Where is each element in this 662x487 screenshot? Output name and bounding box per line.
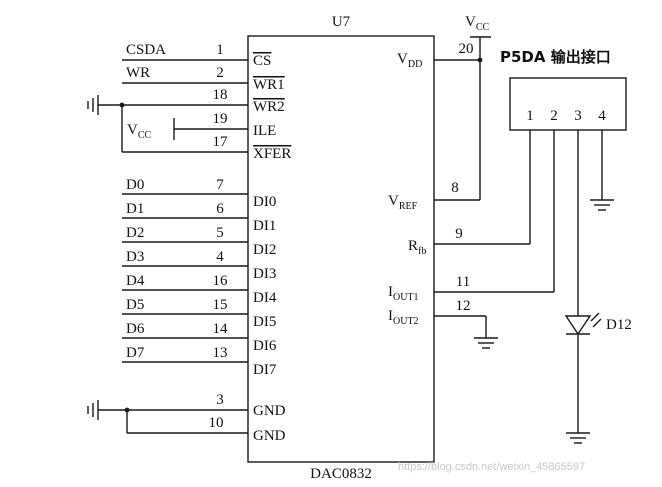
vcc-top-label: VCC (465, 14, 490, 33)
net-label-csda: CSDA (126, 42, 166, 58)
net-label-d7: D7 (126, 345, 145, 361)
net-label-d4: D4 (126, 273, 145, 289)
led-triangle (564, 315, 592, 336)
ground-symbol-led (566, 432, 590, 444)
pin-label-vdd: VDD (397, 51, 422, 70)
pin-label-rfb-sub: fb (418, 246, 426, 257)
net-label-d1: D1 (126, 201, 144, 217)
pin-label-wr2: WR2 (253, 99, 285, 115)
pin-label-iout1-sub: OUT1 (393, 292, 419, 303)
pin-num-rfb: 9 (455, 226, 463, 242)
dac0832-chip-body (247, 35, 435, 463)
pin-num-xfer: 17 (213, 134, 229, 150)
connector-pin-2: 2 (550, 108, 558, 124)
pin-label-di1: DI1 (253, 218, 276, 234)
pin-label-iout2-sub: OUT2 (393, 316, 419, 327)
pin-num-di3: 4 (216, 249, 224, 265)
pin-label-vdd-main: V (397, 51, 408, 67)
led-ref-label: D12 (606, 317, 632, 333)
vcc-left-label: VCC (127, 122, 152, 141)
vcc-left-sub: CC (138, 130, 152, 141)
pin-num-wr1: 2 (216, 65, 224, 81)
pin-num-gnd2: 10 (209, 415, 224, 431)
pin-num-di4: 16 (213, 273, 229, 289)
vcc-left-main: V (127, 122, 138, 138)
pin-num-iout1: 11 (456, 274, 470, 290)
led-d12-symbol (564, 312, 602, 336)
pin-label-ile: ILE (253, 123, 276, 139)
pin-label-di3: DI3 (253, 266, 276, 282)
pin-label-cs: CS (253, 53, 271, 69)
ground-symbol-iout2 (474, 337, 498, 349)
pin-label-rfb-main: R (408, 238, 418, 254)
net-label-d2: D2 (126, 225, 144, 241)
pin-num-vdd: 20 (459, 41, 474, 57)
vcc-top-main: V (465, 14, 476, 30)
net-label-d0: D0 (126, 177, 144, 193)
pin-num-vref: 8 (451, 180, 459, 196)
ground-symbol-conn4 (590, 199, 614, 211)
pin-label-vref-sub: REF (399, 201, 418, 212)
pin-label-vref: VREF (388, 193, 418, 212)
pin-num-cs: 1 (216, 42, 224, 58)
data-bus-wires (122, 193, 248, 363)
pin-label-gnd1: GND (253, 403, 286, 419)
pin-num-di7: 13 (213, 345, 228, 361)
pin-label-rfb: Rfb (408, 238, 426, 257)
connector-pin-1: 1 (526, 108, 534, 124)
chip-part-label: DAC0832 (310, 466, 372, 482)
pin-num-gnd1: 3 (216, 392, 224, 408)
net-label-d5: D5 (126, 297, 144, 313)
pin-label-vdd-sub: DD (408, 59, 422, 70)
pin-label-iout2: IOUT2 (388, 308, 419, 327)
pin-label-wr1: WR1 (253, 77, 285, 93)
ground-symbol-left-bottom (87, 400, 99, 420)
net-label-wr: WR (126, 65, 150, 81)
pin-num-di1: 6 (216, 201, 224, 217)
pin-label-di6: DI6 (253, 338, 277, 354)
pin-num-di5: 15 (213, 297, 228, 313)
pin-num-di0: 7 (216, 177, 224, 193)
chip-ref-label: U7 (332, 14, 351, 30)
vcc-top-sub: CC (476, 22, 490, 33)
pin-num-wr2: 18 (213, 87, 228, 103)
watermark-text: https://blog.csdn.net/weixin_45865597 (398, 461, 585, 473)
led-ray-2 (592, 318, 602, 328)
pin-num-di2: 5 (216, 225, 224, 241)
net-label-d6: D6 (126, 321, 145, 337)
pin-label-di2: DI2 (253, 242, 276, 258)
pin-label-di7: DI7 (253, 362, 277, 378)
p5da-connector-body (509, 77, 627, 131)
led-ray-1 (590, 312, 600, 322)
connector-pin-4: 4 (598, 108, 606, 124)
junction-dot (477, 57, 483, 63)
pin-label-iout1: IOUT1 (388, 284, 419, 303)
pin-num-di6: 14 (213, 321, 229, 337)
pin-label-gnd2: GND (253, 428, 286, 444)
pin-num-iout2: 12 (456, 298, 471, 314)
pin-num-ile: 19 (213, 111, 228, 127)
connector-title: P5DA 输出接口 (500, 48, 611, 66)
pin-label-di0: DI0 (253, 194, 276, 210)
ground-symbol-left-top (87, 95, 99, 115)
net-label-d3: D3 (126, 249, 144, 265)
pin-label-di4: DI4 (253, 290, 277, 306)
pin-label-xfer: XFER (253, 146, 291, 162)
connector-pin-3: 3 (574, 108, 582, 124)
pin-label-di5: DI5 (253, 314, 276, 330)
pin-label-vref-main: V (388, 193, 399, 209)
pin-label-iout1-main: I (388, 284, 393, 300)
pin-label-iout2-main: I (388, 308, 393, 324)
